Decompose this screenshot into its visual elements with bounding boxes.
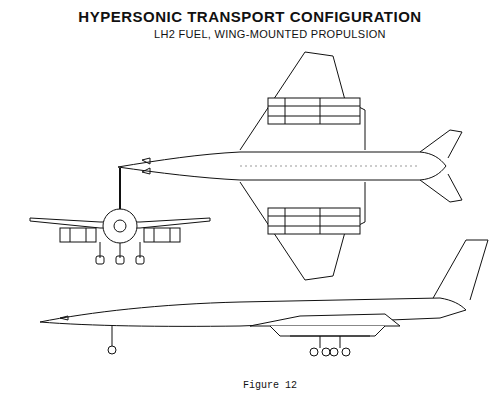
- front-view: [30, 168, 210, 264]
- subtitle: LH2 FUEL, WING-MOUNTED PROPULSION: [0, 28, 500, 40]
- drawing-title: HYPERSONIC TRANSPORT CONFIGURATION: [0, 8, 500, 25]
- top-view: [118, 52, 462, 280]
- figure-caption: Figure 12: [0, 380, 500, 391]
- side-view: [40, 240, 488, 356]
